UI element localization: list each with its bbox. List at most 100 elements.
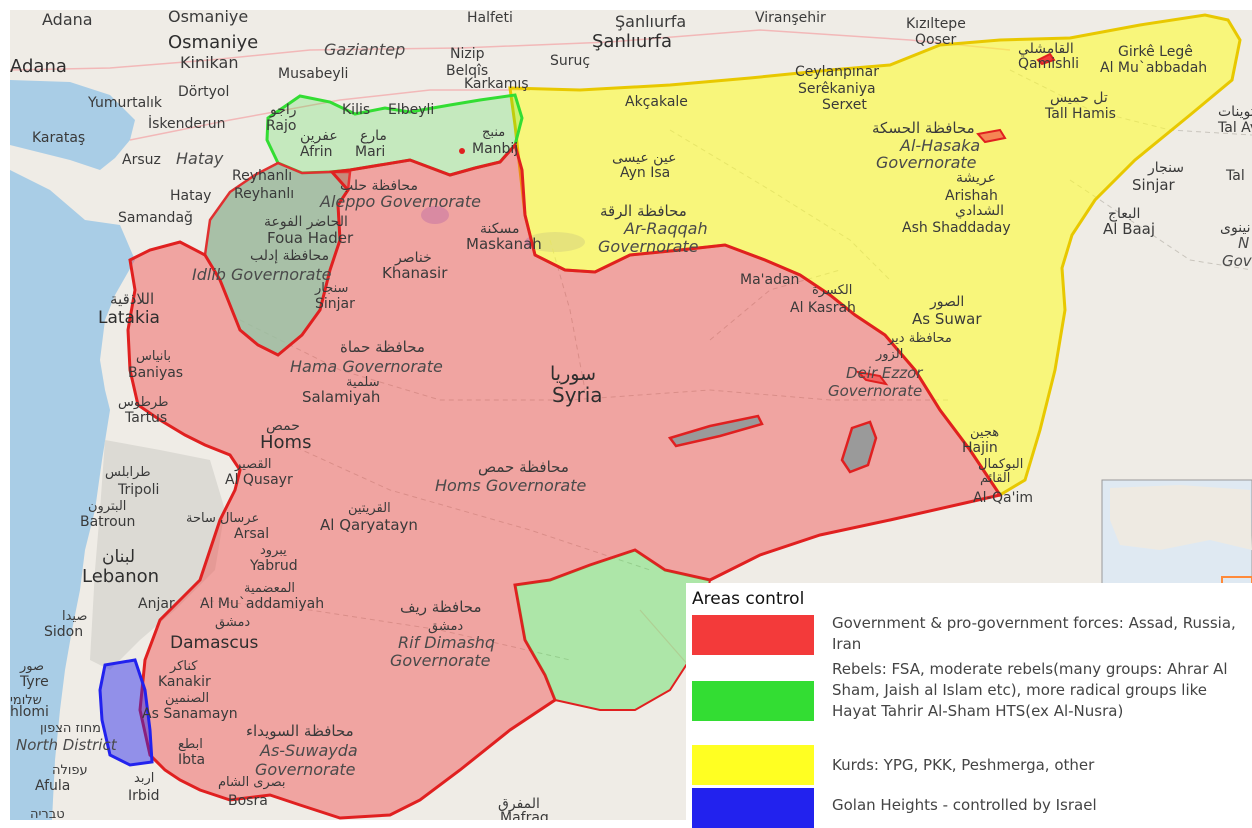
svg-text:القصير: القصير [234, 457, 272, 472]
svg-text:Governorate: Governorate [255, 760, 356, 779]
svg-text:بصرى الشام: بصرى الشام [218, 775, 286, 790]
golan-area[interactable] [98, 658, 154, 767]
svg-text:طرطوس: طرطوس [118, 395, 168, 410]
svg-text:Homs Governorate: Homs Governorate [435, 476, 586, 495]
svg-text:Halfeti: Halfeti [467, 10, 513, 26]
lebanon-terrain [90, 440, 225, 670]
svg-text:Al-Hasaka: Al-Hasaka [899, 136, 980, 155]
svg-text:North District: North District [16, 736, 118, 754]
svg-text:Hajin: Hajin [962, 440, 998, 456]
government-area[interactable] [126, 141, 1003, 820]
svg-text:حمص: حمص [266, 418, 300, 434]
lake-jabbul [421, 206, 449, 224]
pocket-1 [667, 414, 764, 448]
svg-text:Tall Hamis: Tall Hamis [1044, 106, 1116, 122]
svg-text:Lebanon: Lebanon [82, 566, 159, 587]
svg-text:Rajo: Rajo [266, 118, 296, 134]
svg-text:Arsal: Arsal [234, 526, 269, 542]
svg-text:Ma'adan: Ma'adan [740, 272, 799, 288]
svg-text:Al Qaryatayn: Al Qaryatayn [320, 516, 418, 534]
svg-text:Serxet: Serxet [822, 97, 867, 113]
svg-text:Elbeyli: Elbeyli [388, 102, 434, 118]
svg-text:Manbij: Manbij [472, 141, 518, 157]
svg-text:Hama Governorate: Hama Governorate [290, 357, 443, 376]
svg-text:Karkamış: Karkamış [464, 76, 529, 92]
svg-text:Yabrud: Yabrud [249, 558, 298, 574]
map[interactable]: Adana Osmaniye Halfeti Şanlıurfa Viranşe… [10, 10, 1252, 820]
svg-text:الصور: الصور [929, 294, 964, 310]
svg-text:محافظة حماة: محافظة حماة [340, 338, 425, 356]
svg-text:Homs: Homs [260, 432, 311, 453]
svg-text:Karataş: Karataş [32, 130, 85, 146]
svg-text:محافظة الحسكة: محافظة الحسكة [872, 119, 975, 137]
svg-text:Mari: Mari [355, 144, 385, 160]
svg-text:Al-Qa'im: Al-Qa'im [973, 490, 1033, 506]
svg-text:Musabeyli: Musabeyli [278, 66, 348, 82]
svg-text:Afula: Afula [35, 778, 70, 794]
svg-text:Şanlıurfa: Şanlıurfa [615, 12, 686, 31]
svg-text:As-Suwayda: As-Suwayda [259, 741, 358, 760]
svg-text:Salamiyah: Salamiyah [302, 388, 380, 406]
svg-text:Osmaniye: Osmaniye [168, 32, 258, 53]
svg-text:Ash Shaddaday: Ash Shaddaday [902, 220, 1011, 236]
svg-text:Nizip: Nizip [450, 46, 485, 62]
svg-text:يبرود: يبرود [260, 543, 287, 558]
svg-text:Dörtyol: Dörtyol [178, 84, 229, 100]
svg-text:عفرين: عفرين [300, 128, 338, 144]
svg-text:توينات: توينات [1218, 104, 1252, 120]
legend-label-rebels: Rebels: FSA, moderate rebels(many groups… [832, 660, 1228, 720]
svg-text:Irbid: Irbid [128, 788, 160, 804]
svg-text:Rif Dimashq: Rif Dimashq [398, 633, 495, 652]
pocket-hasakah [976, 128, 1007, 144]
svg-text:Adana: Adana [10, 56, 67, 77]
svg-text:محافظة الرقة: محافظة الرقة [600, 202, 687, 220]
svg-text:מחוז הצפון: מחוז הצפון [40, 721, 101, 736]
svg-text:مسكنة: مسكنة [480, 221, 519, 237]
svg-text:Kinikan: Kinikan [180, 53, 238, 72]
svg-text:دمشق: دمشق [215, 615, 250, 630]
svg-text:Syria: Syria [552, 383, 603, 407]
svg-text:Osmaniye: Osmaniye [168, 10, 248, 26]
svg-text:Reyhanlı: Reyhanlı [234, 186, 294, 202]
legend-label-kurds: Kurds: YPG, PKK, Peshmerga, other [832, 756, 1095, 774]
svg-text:שלומי: שלומי [10, 693, 42, 708]
svg-text:عريشة: عريشة [956, 170, 996, 186]
svg-text:القريتين: القريتين [348, 501, 391, 516]
svg-text:Maskanah: Maskanah [466, 235, 542, 253]
svg-text:Adana: Adana [42, 10, 93, 29]
svg-text:Şanlıurfa: Şanlıurfa [592, 31, 672, 52]
svg-text:Governorate: Governorate [390, 651, 491, 670]
svg-text:Gov: Gov [1222, 252, 1252, 270]
svg-text:اربد: اربد [134, 771, 154, 786]
legend-swatch-rebels [692, 681, 814, 721]
map-labels: Adana Osmaniye Halfeti Şanlıurfa Viranşe… [10, 10, 1252, 820]
svg-text:البعاج: البعاج [1108, 206, 1140, 222]
svg-text:Arsuz: Arsuz [122, 152, 161, 168]
svg-text:صيدا: صيدا [62, 609, 87, 624]
svg-text:سوريا: سوريا [550, 363, 596, 385]
svg-text:ابطع: ابطع [178, 737, 203, 752]
svg-text:Ibta: Ibta [178, 752, 205, 768]
svg-text:Damascus: Damascus [170, 633, 258, 653]
svg-text:Bosra: Bosra [228, 793, 268, 809]
svg-text:Serêkaniya: Serêkaniya [798, 81, 876, 97]
svg-text:Tyre: Tyre [19, 674, 49, 690]
rebels-area-southeast[interactable] [513, 548, 712, 711]
svg-text:Governorate: Governorate [598, 237, 699, 256]
pocket-qamishli [1036, 52, 1056, 66]
svg-text:راجو: راجو [269, 102, 297, 118]
svg-text:Tal: Tal [1225, 168, 1245, 184]
svg-text:Foua Hader: Foua Hader [267, 229, 354, 247]
svg-text:Sinjar: Sinjar [315, 296, 355, 312]
svg-text:صور: صور [19, 659, 44, 674]
svg-text:עפולה: עפולה [52, 763, 88, 778]
svg-text:محافظة دير: محافظة دير [887, 331, 952, 346]
svg-text:المعضمية: المعضمية [244, 581, 295, 596]
svg-text:Ar-Raqqah: Ar-Raqqah [623, 219, 708, 238]
inset-land [1110, 485, 1252, 550]
svg-text:لبنان: لبنان [102, 547, 135, 567]
svg-text:Tripoli: Tripoli [117, 482, 159, 498]
legend-title: Areas control [692, 589, 805, 609]
svg-text:سنجار: سنجار [314, 281, 348, 296]
svg-text:Idlib Governorate: Idlib Governorate [192, 265, 332, 284]
